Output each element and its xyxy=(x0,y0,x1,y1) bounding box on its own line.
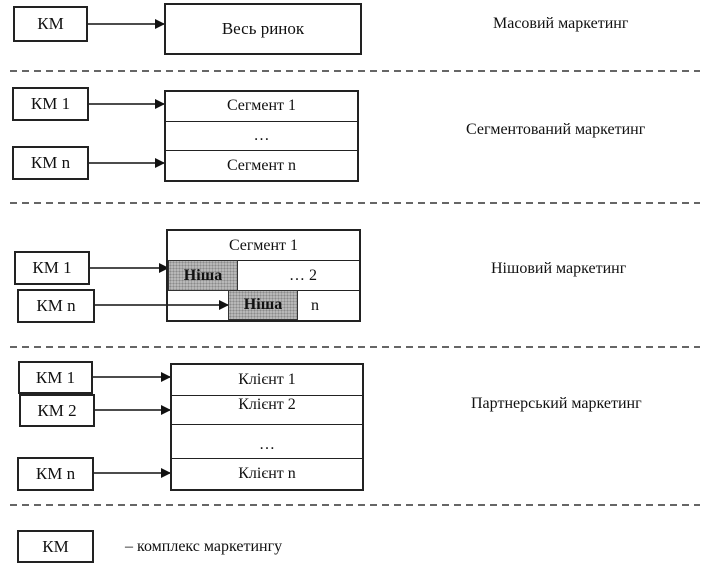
partner-km2-box: КМ 2 xyxy=(19,394,95,427)
partner-km2-label: КМ 2 xyxy=(37,400,77,420)
legend-km-label: КМ xyxy=(42,536,69,556)
niche-row-divider-1 xyxy=(168,260,359,261)
mass-km-box: КМ xyxy=(13,6,88,42)
partner-kmn-box: КМ n xyxy=(17,457,94,491)
client-n-cell: Клієнт n xyxy=(172,458,362,489)
niche-n-label: Ніша xyxy=(243,296,283,313)
segmented-km1-box: КМ 1 xyxy=(12,87,89,121)
client-1-cell: Клієнт 1 xyxy=(238,371,296,388)
niche-ellipsis-2-cell: … 2 xyxy=(289,266,317,284)
segment-n-cell: Сегмент n xyxy=(166,150,357,180)
mass-market-label: Весь ринок xyxy=(221,19,305,38)
partner-marketing-title: Партнерський маркетинг xyxy=(471,395,642,412)
niche-segment-box: Сегмент 1 Ніша … 2 Ніша n xyxy=(166,229,361,322)
segmented-marketing-title: Сегментований маркетинг xyxy=(466,121,646,138)
legend-km-box: КМ xyxy=(17,530,94,563)
partner-kmn-label: КМ n xyxy=(35,464,76,483)
partner-km1-box: КМ 1 xyxy=(18,361,93,394)
mass-market-box: Весь ринок xyxy=(164,3,362,55)
niche-kmn-label: КМ n xyxy=(36,296,76,315)
segment-ellipsis-cell: … xyxy=(166,120,357,151)
partner-km1-label: КМ 1 xyxy=(35,367,76,387)
niche-1-cell: Ніша xyxy=(168,260,238,291)
client-2-cell: Клієнт 2 xyxy=(172,395,362,424)
niche-segment-1-cell: Сегмент 1 xyxy=(228,236,299,254)
partner-client-box: Клієнт 1 Клієнт 2 … Клієнт n xyxy=(170,363,364,491)
niche-n-suffix: n xyxy=(311,296,319,314)
niche-1-label: Ніша xyxy=(183,266,223,284)
segmented-kmn-box: КМ n xyxy=(12,146,89,180)
mass-km-label: КМ xyxy=(37,14,64,33)
client-ellipsis-cell: … xyxy=(172,424,362,458)
segmented-kmn-label: КМ n xyxy=(30,153,71,172)
segmented-market-box: Сегмент 1 … Сегмент n xyxy=(164,90,359,182)
segmented-km1-label: КМ 1 xyxy=(30,94,71,113)
niche-n-cell: Ніша xyxy=(228,290,298,320)
niche-km1-box: КМ 1 xyxy=(14,251,90,285)
niche-km1-label: КМ 1 xyxy=(32,258,72,277)
legend-text: – комплекс маркетингу xyxy=(125,538,283,555)
segment-1-cell: Сегмент 1 xyxy=(226,97,297,115)
niche-marketing-title: Нішовий маркетинг xyxy=(491,260,627,277)
niche-kmn-box: КМ n xyxy=(17,289,95,323)
mass-marketing-title: Масовий маркетинг xyxy=(493,15,629,32)
